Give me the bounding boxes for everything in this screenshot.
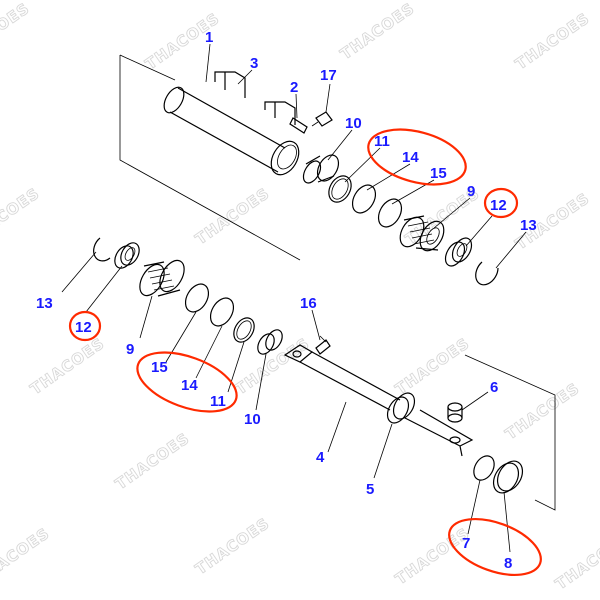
- rings-14-15-upper: [351, 184, 403, 228]
- label-14-upper: 14: [402, 149, 419, 166]
- label-12-upper: 12: [490, 197, 507, 214]
- watermark: THACOES: [27, 334, 108, 398]
- label-4: 4: [316, 449, 325, 466]
- label-5: 5: [366, 481, 374, 498]
- bushing-6: [447, 402, 463, 423]
- watermark: THACOES: [392, 334, 473, 398]
- nut-12-lower: [114, 242, 140, 269]
- highlight-marks: [68, 128, 542, 576]
- watermark: THACOES: [502, 379, 583, 443]
- watermark: THACOES: [392, 524, 473, 588]
- label-2: 2: [290, 79, 298, 96]
- watermark: THACOES: [0, 0, 33, 63]
- snap-ring-13-upper: [475, 261, 499, 286]
- piston-9-lower: [139, 259, 185, 297]
- nut-12-upper: [444, 237, 473, 267]
- rings-14-15-lower: [184, 283, 235, 327]
- watermark: THACOES: [232, 334, 313, 398]
- watermark: THACOES: [0, 184, 43, 248]
- highlight-lower-seals: [136, 351, 238, 413]
- label-14-lower: 14: [181, 377, 198, 394]
- label-17: 17: [320, 67, 337, 84]
- watermark: THACOES: [112, 429, 193, 493]
- label-1: 1: [205, 29, 213, 46]
- highlight-12-lower: [68, 310, 102, 342]
- leader-lines: [61, 43, 527, 553]
- background-plates: [119, 54, 556, 511]
- watermark: THACOES: [512, 9, 593, 73]
- label-16: 16: [300, 295, 317, 312]
- label-9-lower: 9: [126, 341, 134, 358]
- highlight-12-upper: [483, 187, 519, 219]
- ring-11-lower: [233, 317, 255, 343]
- ring-7: [473, 455, 495, 481]
- highlight-7-8: [448, 518, 542, 576]
- cylinder-tube: [163, 71, 300, 176]
- grease-fitting-16: [315, 335, 331, 355]
- label-13-lower: 13: [36, 295, 53, 312]
- watermark: THACOES: [552, 529, 600, 593]
- watermark: THACOES: [192, 514, 273, 578]
- label-6: 6: [490, 379, 498, 396]
- label-9-upper: 9: [467, 183, 475, 200]
- bushing-10-lower: [257, 329, 283, 355]
- label-13-upper: 13: [520, 217, 537, 234]
- plug-17: [311, 111, 333, 127]
- seal-8: [492, 460, 524, 494]
- watermark: THACOES: [0, 524, 53, 588]
- label-3: 3: [250, 55, 258, 72]
- label-11-upper: 11: [374, 133, 390, 150]
- highlight-upper-seals: [367, 128, 467, 186]
- label-10-upper: 10: [345, 115, 362, 132]
- bushing-10-upper: [302, 154, 340, 184]
- label-15-upper: 15: [430, 165, 447, 182]
- item-numbers: 1 3 2 17 10 11 14 15 9 12 13 13 12 9 16 …: [36, 29, 537, 572]
- ring-11-upper: [328, 175, 352, 203]
- label-10-lower: 10: [244, 411, 261, 428]
- fitting-2: [289, 117, 308, 134]
- label-8: 8: [504, 555, 512, 572]
- watermark: THACOES: [337, 0, 418, 63]
- label-7: 7: [462, 535, 470, 552]
- label-15-lower: 15: [151, 359, 168, 376]
- label-11-lower: 11: [210, 393, 226, 410]
- piston-rod-4: [283, 344, 474, 457]
- piston-9-upper: [399, 215, 445, 252]
- snap-ring-13-lower: [93, 237, 111, 262]
- label-12-lower: 12: [75, 319, 92, 336]
